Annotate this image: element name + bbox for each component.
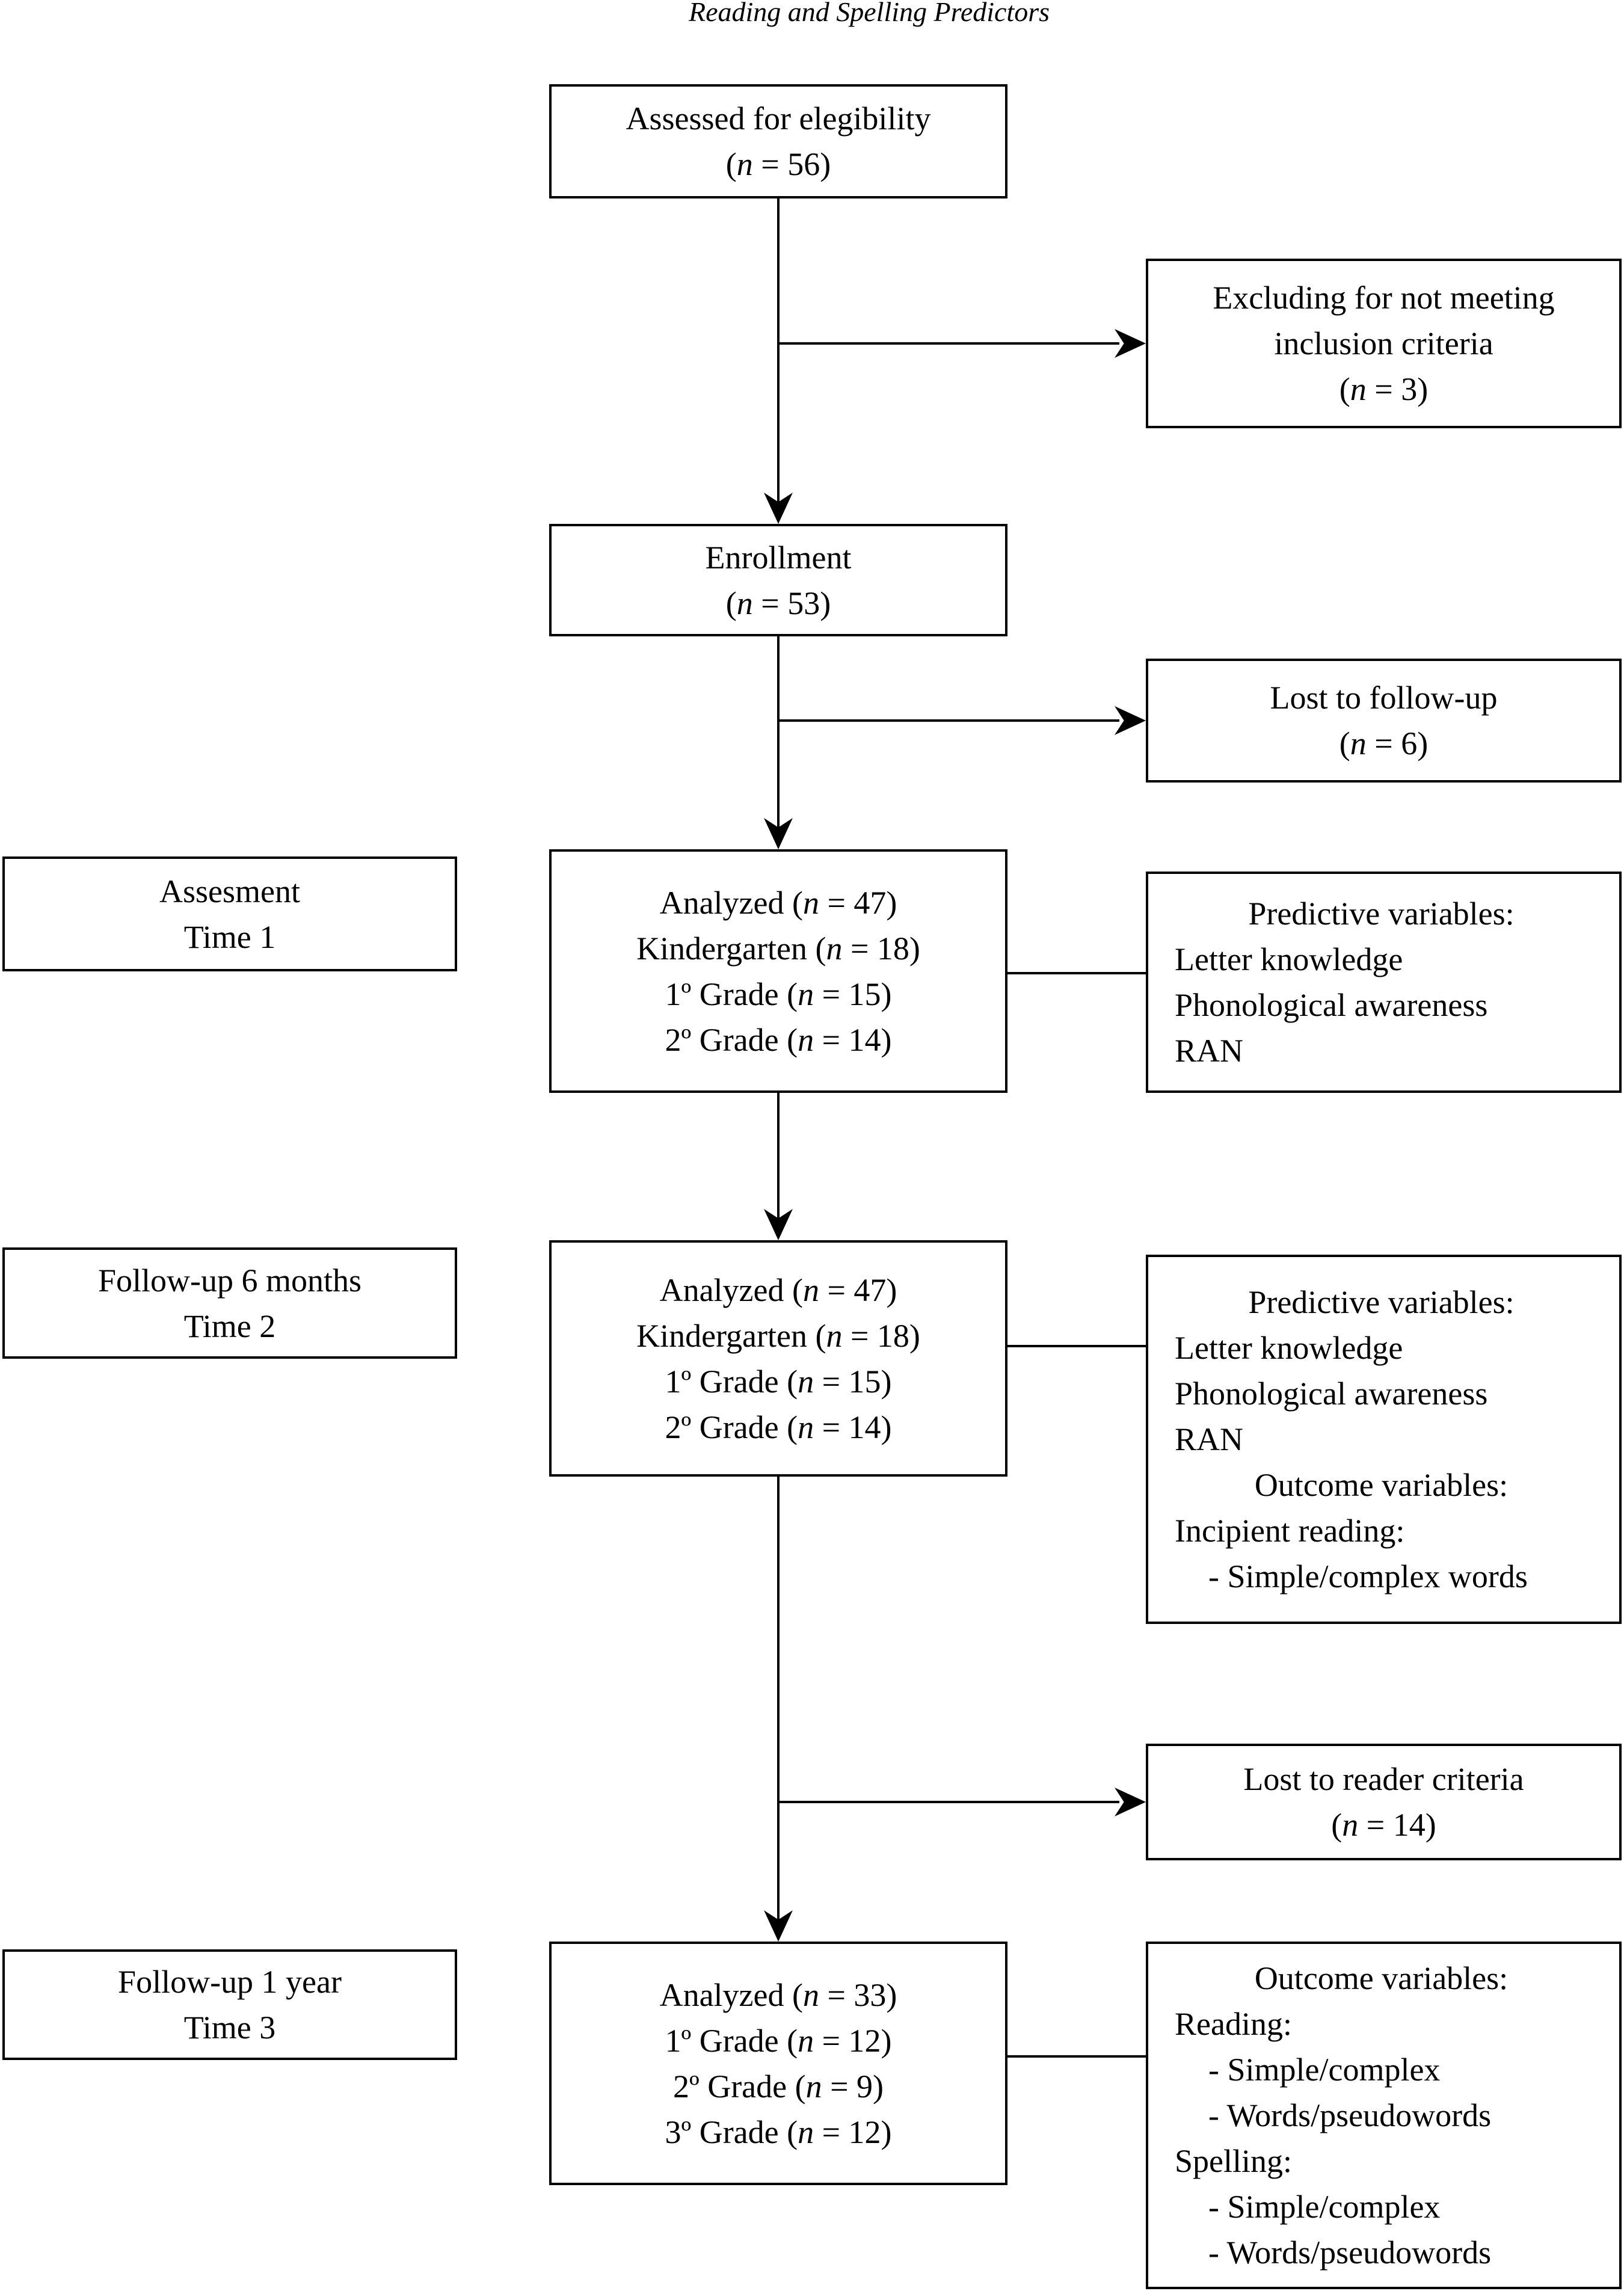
box-enrollment: Enrollment (n = 53) [549, 524, 1007, 636]
text-line: RAN [1175, 1033, 1244, 1069]
box-analyzed-time1: Analyzed (n = 47) Kindergarten (n = 18) 1º… [549, 849, 1007, 1093]
text-line: 2º Grade (n = 14) [665, 1409, 892, 1445]
text-line: - Simple/complex [1208, 2052, 1441, 2088]
connector-assessed-to-enrollment [777, 198, 780, 502]
text-line: Outcome variables: [1254, 1960, 1509, 1996]
text-line: (n = 56) [725, 146, 831, 182]
text-line: RAN [1175, 1421, 1244, 1457]
connector-analyzed2-to-predictive2 [1007, 1345, 1146, 1347]
box-excluded-not-meeting-criteria: Excluding for not meeting inclusion crite… [1146, 259, 1622, 428]
text-line: Follow-up 1 year [118, 1964, 342, 2000]
text-line: Phonological awareness [1175, 987, 1488, 1023]
box-outcome-variables-time3: Outcome variables: Reading: - Simple/compl… [1146, 1942, 1622, 2289]
text-line: Time 1 [183, 918, 276, 955]
text-line: Time 3 [183, 2010, 276, 2046]
text-line: - Simple/complex [1208, 2189, 1441, 2225]
text-line: Lost to reader criteria [1243, 1761, 1524, 1797]
connector-branch-to-lost-followup [777, 719, 1119, 722]
text-line: (n = 6) [1339, 725, 1429, 761]
box-lost-to-followup: Lost to follow-up (n = 6) [1146, 659, 1622, 783]
text-line: (n = 3) [1339, 371, 1429, 407]
text-line: Spelling: [1175, 2143, 1293, 2179]
text-line: Predictive variables: [1248, 1284, 1515, 1320]
text-line: (n = 53) [725, 585, 831, 621]
text-line: Letter knowledge [1175, 1330, 1403, 1366]
text-line: Assessed for elegibility [626, 100, 931, 137]
box-lost-to-reader-criteria: Lost to reader criteria (n = 14) [1146, 1744, 1622, 1860]
connector-enrollment-to-analyzed1 [777, 636, 780, 828]
text-line: - Words/pseudowords [1208, 2234, 1492, 2271]
text-line: - Words/pseudowords [1208, 2097, 1492, 2133]
text-line: inclusion criteria [1274, 325, 1493, 361]
text-line: Excluding for not meeting [1213, 280, 1555, 316]
text-line: Follow-up 6 months [97, 1262, 362, 1299]
text-line: Reading: [1175, 2006, 1292, 2042]
text-line: Analyzed (n = 47) [659, 1272, 897, 1308]
connector-analyzed1-to-predictive1 [1007, 972, 1146, 974]
page-title: Reading and Spelling Predictors [688, 0, 1050, 27]
text-line: 2º Grade (n = 9) [672, 2068, 884, 2105]
connector-branch-to-lost-reader [777, 1801, 1119, 1803]
text-line: 1º Grade (n = 12) [665, 2022, 892, 2059]
text-line: 1º Grade (n = 15) [665, 1363, 892, 1400]
text-line: Predictive variables: [1248, 896, 1515, 932]
text-line: Analyzed (n = 33) [659, 1976, 897, 2013]
text-line: 2º Grade (n = 14) [665, 1021, 892, 1058]
box-assessed-for-eligibility: Assessed for elegibility (n = 56) [549, 84, 1007, 198]
text-line: Incipient reading: [1175, 1513, 1405, 1549]
text-line: Enrollment [705, 539, 852, 576]
box-analyzed-time3: Analyzed (n = 33) 1º Grade (n = 12) 2º Gra… [549, 1942, 1007, 2185]
box-analyzed-time2: Analyzed (n = 47) Kindergarten (n = 18) 1º… [549, 1240, 1007, 1477]
connector-analyzed2-to-analyzed3 [777, 1477, 780, 1920]
text-line: Analyzed (n = 47) [659, 884, 897, 921]
connector-analyzed1-to-analyzed2 [777, 1093, 780, 1219]
text-line: Outcome variables: [1254, 1467, 1509, 1503]
text-line: - Simple/complex words [1208, 1558, 1528, 1594]
text-line: Kindergarten (n = 18) [636, 1317, 920, 1354]
connector-branch-to-excluding [777, 342, 1119, 345]
connector-analyzed3-to-outcome3 [1007, 2055, 1146, 2058]
text-line: Time 2 [183, 1308, 276, 1344]
text-line: Letter knowledge [1175, 941, 1403, 977]
text-line: (n = 14) [1331, 1807, 1436, 1843]
text-line: Kindergarten (n = 18) [636, 930, 920, 967]
text-line: Phonological awareness [1175, 1376, 1488, 1412]
text-line: Lost to follow-up [1270, 680, 1498, 716]
text-line: 3º Grade (n = 12) [665, 2114, 892, 2150]
text-line: Assesment [159, 873, 300, 909]
text-line: 1º Grade (n = 15) [665, 976, 892, 1012]
